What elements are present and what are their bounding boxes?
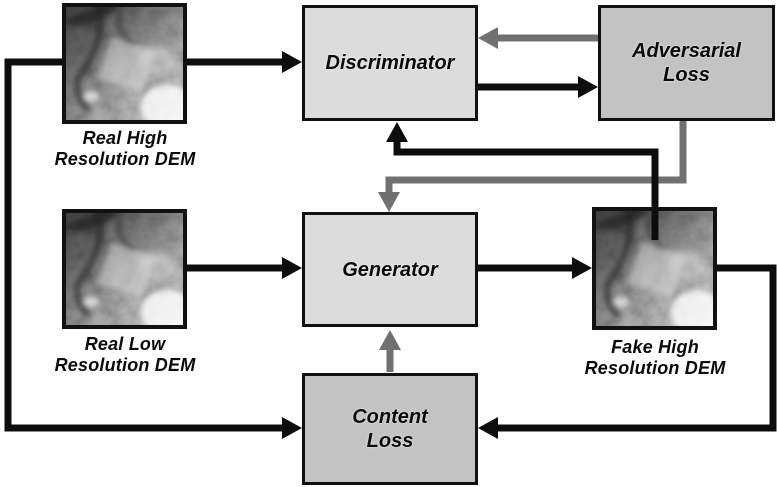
dem-terrain-thumbnail	[66, 7, 183, 120]
caption-line: Resolution DEM	[584, 358, 726, 378]
arrow-adversarial-loss-to-generator	[378, 121, 687, 212]
content-loss-label-line1: Content	[352, 406, 428, 428]
real-high-resolution-dem-image	[62, 3, 187, 124]
discriminator-box: Discriminator	[302, 5, 478, 121]
caption-line: Real High	[82, 128, 168, 148]
caption-line: Real Low	[84, 334, 166, 354]
dem-terrain-thumbnail	[596, 211, 713, 326]
discriminator-label: Discriminator	[325, 52, 455, 74]
content-loss-box: Content Loss	[302, 373, 478, 485]
adversarial-loss-label-line2: Loss	[663, 64, 710, 86]
real-low-dem-caption: Real Low Resolution DEM	[25, 334, 225, 376]
real-high-dem-caption: Real High Resolution DEM	[25, 128, 225, 170]
caption-line: Resolution DEM	[54, 355, 196, 375]
dem-terrain-thumbnail	[66, 213, 183, 325]
adversarial-loss-box: Adversarial Loss	[598, 5, 775, 121]
fake-high-dem-caption: Fake High Resolution DEM	[555, 337, 755, 379]
real-low-resolution-dem-image	[62, 209, 187, 329]
caption-line: Fake High	[611, 337, 699, 357]
generator-box: Generator	[302, 212, 478, 327]
content-loss-label-line2: Loss	[366, 430, 414, 452]
adversarial-loss-label-line1: Adversarial	[632, 40, 741, 62]
generator-label: Generator	[342, 258, 438, 281]
caption-line: Resolution DEM	[54, 149, 196, 169]
fake-high-resolution-dem-image	[592, 207, 717, 330]
